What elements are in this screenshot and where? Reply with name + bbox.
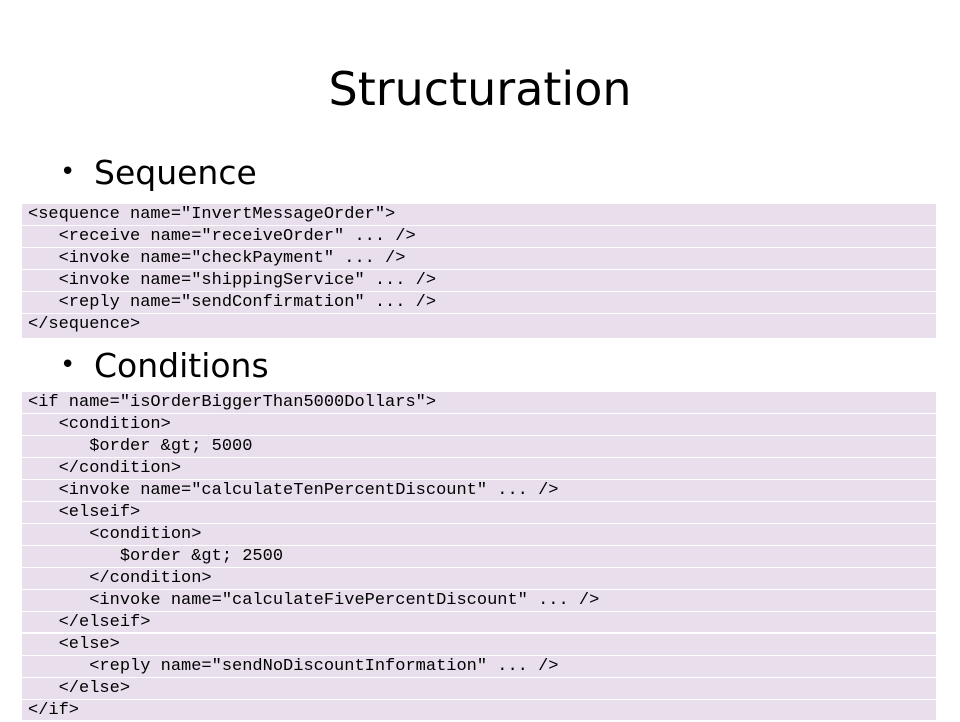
code-line: </if>	[28, 701, 80, 720]
code-line: </elseif>	[28, 613, 151, 632]
code-line: $order &gt; 2500	[22, 546, 936, 568]
code-line: </else>	[22, 678, 936, 700]
code-line: <invoke name="calculateFivePercentDiscou…	[22, 590, 936, 612]
bullet-label: Sequence	[94, 153, 257, 192]
bullet-dot-icon: •	[60, 157, 76, 187]
else-code-block: <else> <reply name="sendNoDiscountInform…	[22, 634, 936, 720]
code-line: </condition>	[22, 458, 936, 480]
code-line: <else>	[22, 634, 936, 656]
code-line: <reply name="sendConfirmation" ... />	[22, 292, 936, 314]
slide-title: Structuration	[328, 62, 632, 116]
code-line: <condition>	[22, 414, 936, 436]
bullet-sequence: • Sequence	[60, 152, 257, 193]
code-line: <elseif>	[22, 502, 936, 524]
code-line: <condition>	[22, 524, 936, 546]
bullet-conditions: • Conditions	[60, 345, 269, 386]
code-line: <reply name="sendNoDiscountInformation" …	[22, 656, 936, 678]
conditions-code-block: <if name="isOrderBiggerThan5000Dollars">…	[22, 392, 936, 632]
code-line: </condition>	[22, 568, 936, 590]
code-line: <invoke name="checkPayment" ... />	[22, 248, 936, 270]
code-line: <receive name="receiveOrder" ... />	[22, 226, 936, 248]
sequence-code-block: <sequence name="InvertMessageOrder"> <re…	[22, 204, 936, 338]
code-line: $order &gt; 5000	[22, 436, 936, 458]
code-line: </sequence>	[28, 315, 141, 334]
code-line: <if name="isOrderBiggerThan5000Dollars">	[22, 392, 936, 414]
code-line: <invoke name="calculateTenPercentDiscoun…	[22, 480, 936, 502]
bullet-dot-icon: •	[60, 350, 76, 380]
code-line: <invoke name="shippingService" ... />	[22, 270, 936, 292]
code-line: <sequence name="InvertMessageOrder">	[22, 204, 936, 226]
bullet-label: Conditions	[94, 346, 269, 385]
